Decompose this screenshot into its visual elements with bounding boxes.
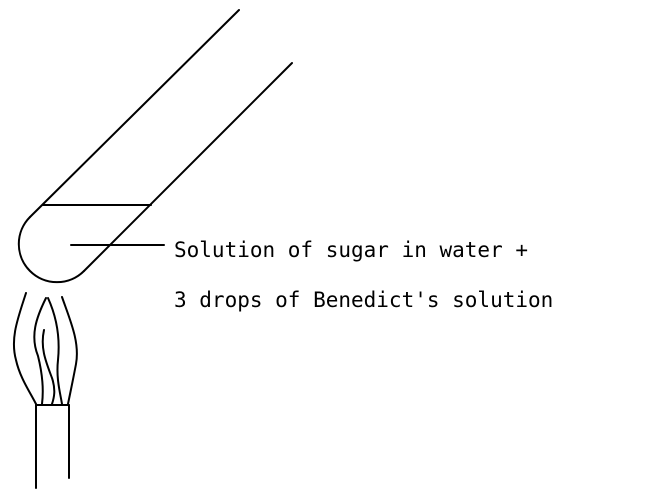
test-tube-upper-wall [29, 9, 240, 218]
flame-core [41, 329, 56, 405]
bunsen-burner [35, 404, 70, 489]
test-tube [17, 9, 293, 284]
flame-inner-right [47, 297, 63, 405]
solution-label-line-1: Solution of sugar in water + [174, 238, 528, 262]
flame-inner-left [33, 297, 47, 405]
solution-label-line-2: 3 drops of Benedict's solution [174, 288, 553, 312]
test-tube-rounded-bottom [17, 216, 85, 284]
flame-outer-left [12, 292, 37, 405]
burner-flame [12, 292, 78, 405]
test-tube-lower-wall [83, 62, 293, 272]
flame-outer-right [61, 296, 78, 405]
